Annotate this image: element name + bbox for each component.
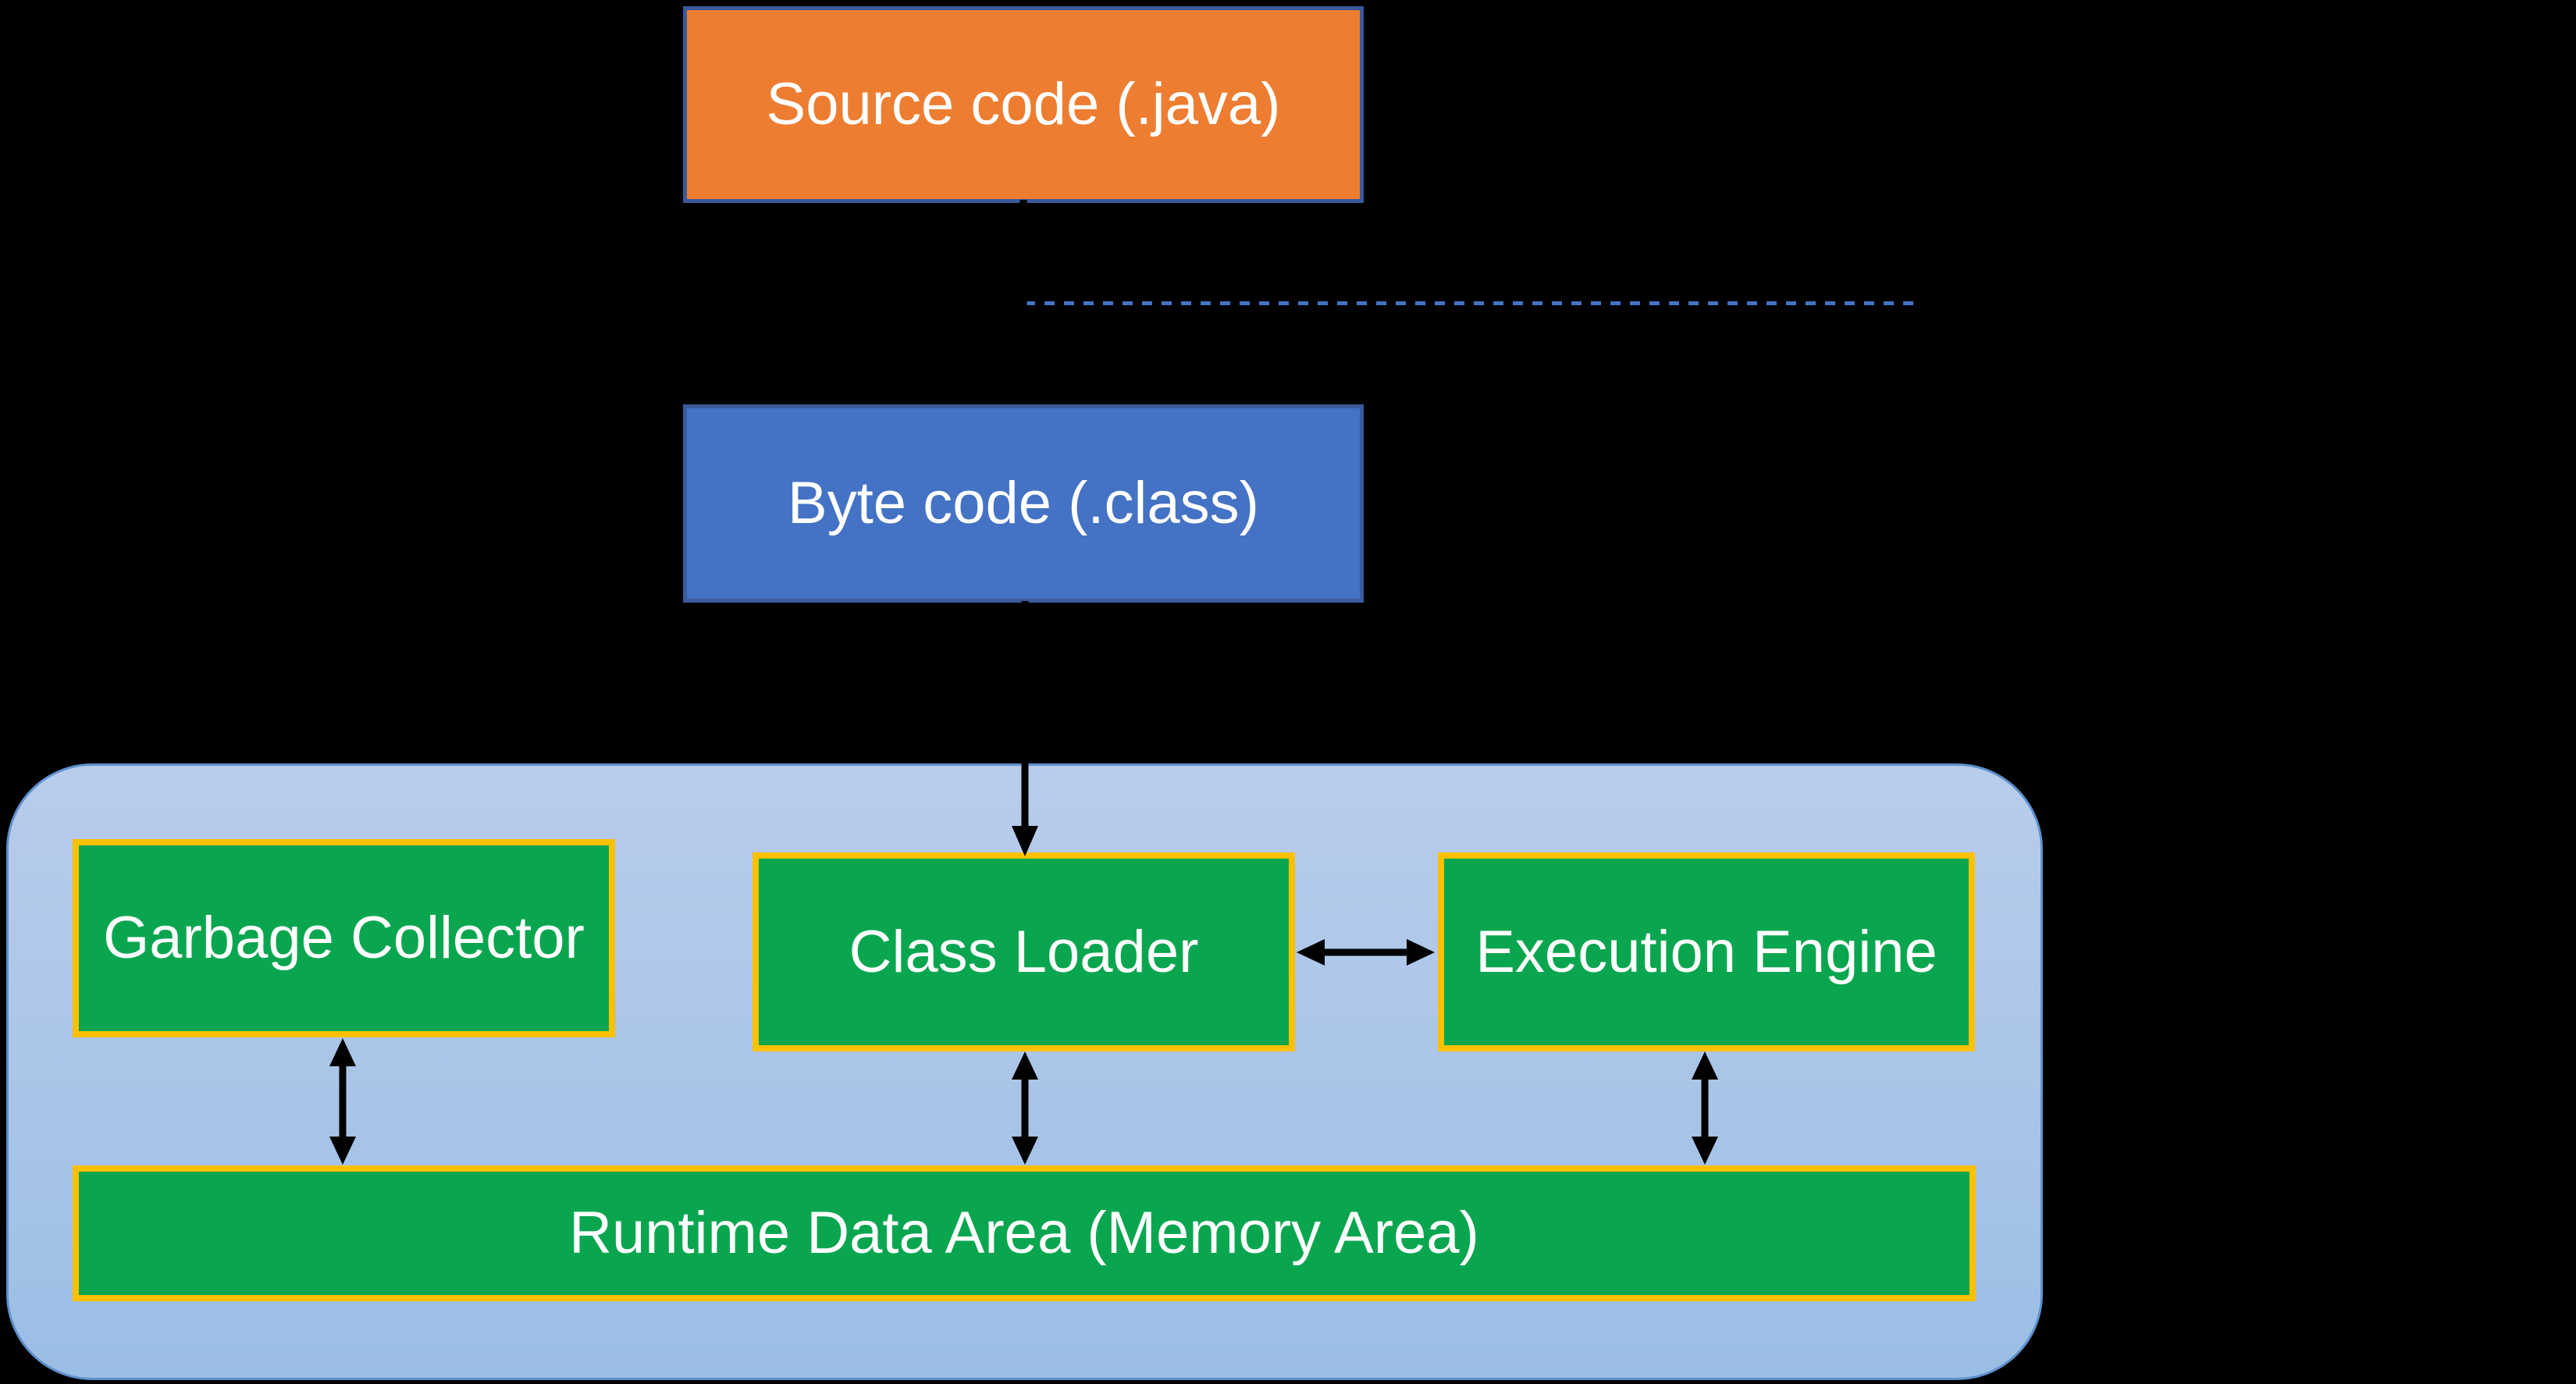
- garbage-collector-box: Garbage Collector: [73, 839, 615, 1037]
- byte-code-box: Byte code (.class): [683, 404, 1364, 603]
- runtime-data-area-label: Runtime Data Area (Memory Area): [569, 1200, 1479, 1267]
- garbage-collector-label: Garbage Collector: [103, 905, 585, 972]
- class-loader-label: Class Loader: [849, 918, 1199, 985]
- execution-engine-box: Execution Engine: [1438, 852, 1975, 1051]
- runtime-data-area-box: Runtime Data Area (Memory Area): [73, 1165, 1976, 1301]
- class-loader-box: Class Loader: [753, 852, 1295, 1051]
- byte-code-label: Byte code (.class): [788, 470, 1259, 537]
- source-code-box: Source code (.java): [683, 6, 1364, 203]
- source-code-label: Source code (.java): [766, 71, 1281, 138]
- execution-engine-label: Execution Engine: [1475, 918, 1937, 985]
- compile-runtime-separator-dashed-line: [1025, 301, 1916, 305]
